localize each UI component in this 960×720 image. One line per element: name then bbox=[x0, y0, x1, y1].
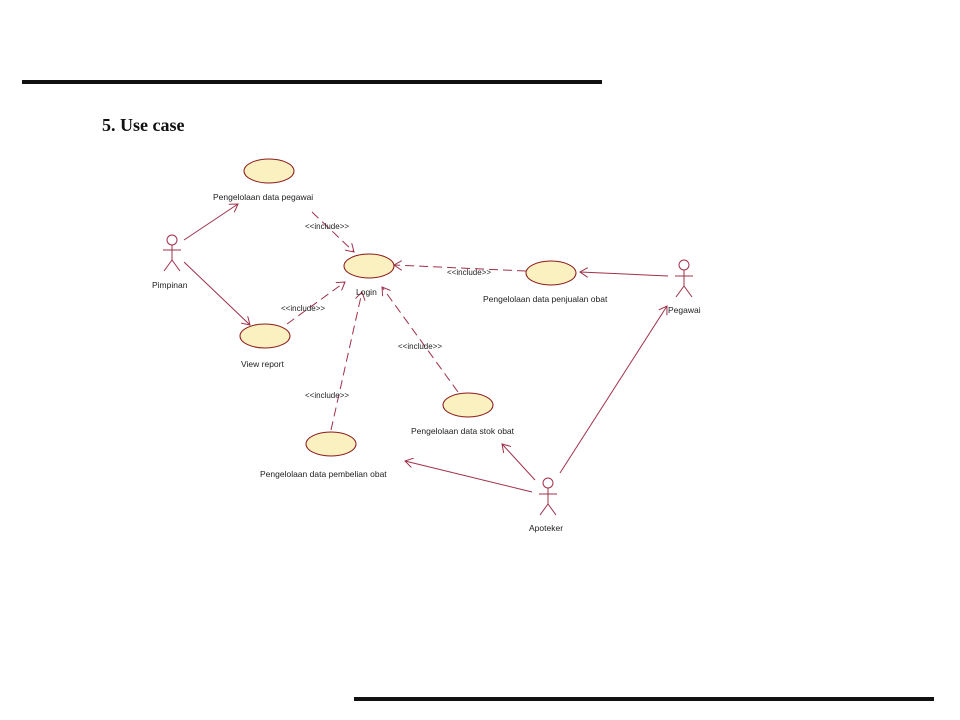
actor-pegawai-icon bbox=[675, 259, 693, 298]
usecase-pembelian bbox=[305, 431, 357, 457]
include-label-2: <<include>> bbox=[447, 268, 491, 277]
include-label-4: <<include>> bbox=[398, 342, 442, 351]
bottom-rule bbox=[354, 697, 934, 701]
include-penjualan-login bbox=[394, 265, 527, 272]
include-stok-login bbox=[382, 287, 459, 393]
actor-label-pimpinan: Pimpinan bbox=[152, 280, 188, 290]
usecase-stok bbox=[442, 392, 494, 418]
actor-label-apoteker: Apoteker bbox=[529, 523, 563, 533]
include-label-5: <<include>> bbox=[305, 391, 349, 400]
actor-apoteker-icon bbox=[539, 477, 557, 516]
assoc-apoteker-pembelian bbox=[405, 461, 533, 493]
assoc-pimpinan-pegawai-data bbox=[183, 204, 238, 241]
usecase-label-penjualan: Pengelolaan data penjualan obat bbox=[483, 294, 608, 304]
usecase-label-login: Login bbox=[356, 287, 377, 297]
usecase-label-view-report: View report bbox=[241, 359, 284, 369]
actor-label-pegawai: Pegawai bbox=[668, 305, 701, 315]
usecase-login bbox=[343, 253, 395, 279]
usecase-label-pembelian: Pengelolaan data pembelian obat bbox=[260, 469, 387, 479]
include-pegawai-data-login bbox=[311, 211, 354, 252]
include-label-1: <<include>> bbox=[305, 222, 349, 231]
assoc-apoteker-pegawai bbox=[559, 306, 667, 474]
usecase-penjualan bbox=[525, 260, 577, 286]
usecase-label-stok: Pengelolaan data stok obat bbox=[411, 426, 515, 436]
include-view-report-login bbox=[286, 282, 345, 325]
assoc-pegawai-penjualan bbox=[580, 272, 669, 276]
include-label-3: <<include>> bbox=[281, 304, 325, 313]
usecase-pegawai-data bbox=[243, 158, 295, 184]
section-number: 5. bbox=[102, 115, 116, 135]
include-pembelian-login bbox=[330, 292, 362, 431]
top-rule bbox=[22, 80, 602, 84]
section-title: Use case bbox=[120, 115, 185, 135]
assoc-apoteker-stok bbox=[502, 444, 536, 481]
section-heading: 5. Use case bbox=[102, 115, 184, 136]
actor-pimpinan-icon bbox=[163, 234, 181, 272]
usecase-view-report bbox=[239, 323, 291, 349]
assoc-pimpinan-view-report bbox=[183, 261, 250, 325]
usecase-label-pegawai-data: Pengelolaan data pegawai bbox=[213, 192, 313, 202]
